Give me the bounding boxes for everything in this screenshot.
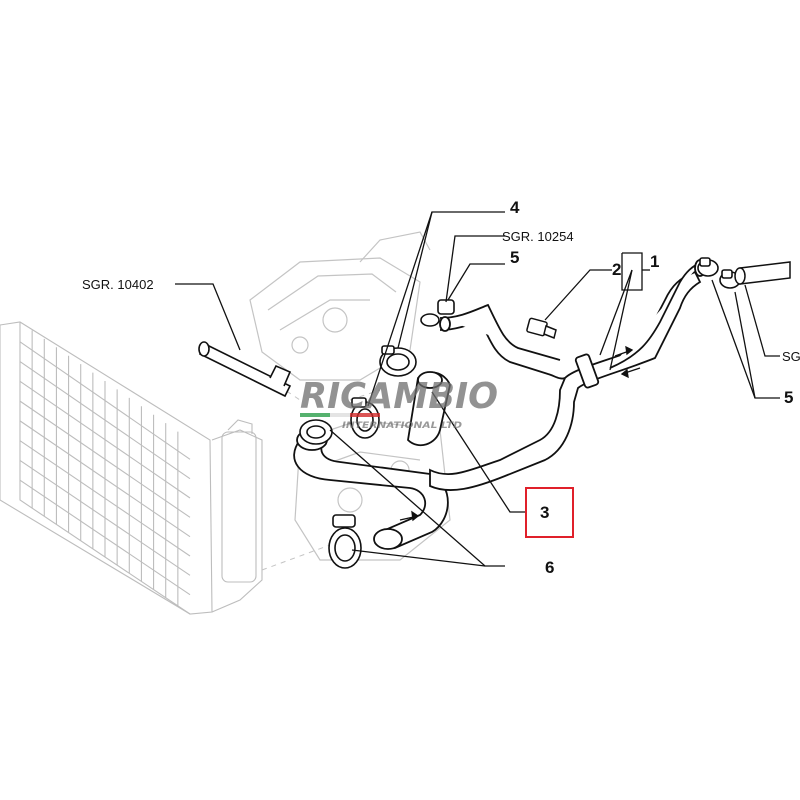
callout-5-top: 5: [510, 248, 519, 267]
radiator-row: [19, 459, 191, 576]
callout-2: 2: [612, 260, 621, 279]
coupling-hose-part-3: [407, 371, 451, 447]
radiator-row: [19, 400, 191, 518]
clamp-6-lower: [328, 514, 362, 569]
watermark-flag-green: [300, 413, 330, 417]
lower-radiator-hose: [293, 429, 449, 550]
label-sgr-10254: SGR. 10254: [502, 229, 574, 244]
callout-4: 4: [510, 198, 520, 217]
radiator-row: [19, 479, 191, 596]
heater-hose-assembly: [429, 259, 706, 491]
clamp-4-upper: [379, 345, 417, 377]
clamp-6-upper: [299, 419, 333, 445]
bleed-screw: [526, 317, 557, 340]
right-pipe-stubs: [734, 261, 791, 285]
pipe-sgr-10402: [198, 341, 292, 398]
watermark-brand: RICAMBIO: [300, 376, 498, 417]
callout-3: 3: [540, 503, 549, 522]
label-sgr-right: SG: [782, 349, 800, 364]
callout-5-right: 5: [784, 388, 793, 407]
watermark-flag-red: [350, 413, 380, 417]
watermark-logo: RICAMBIO INTERNATIONAL LTD: [300, 376, 498, 431]
watermark-tagline: INTERNATIONAL LTD: [342, 421, 463, 431]
callout-1: 1: [650, 252, 659, 271]
radiator-ghost: [0, 321, 263, 615]
hidden-lines: [261, 379, 381, 571]
radiator-row: [19, 380, 191, 499]
clamp-5-right-a: [697, 257, 719, 277]
clamp-5-left: [420, 299, 455, 327]
label-sgr-10402: SGR. 10402: [82, 277, 154, 292]
callout-6: 6: [545, 558, 554, 577]
radiator-row: [19, 440, 191, 557]
radiator-row: [19, 420, 191, 538]
leader-lines: [175, 211, 780, 567]
radiator-row: [19, 341, 191, 460]
radiator-row: [19, 361, 191, 480]
flow-arrows: [399, 345, 641, 522]
watermark-flag-white: [330, 413, 350, 417]
highlight-box-part-3: [525, 487, 574, 538]
